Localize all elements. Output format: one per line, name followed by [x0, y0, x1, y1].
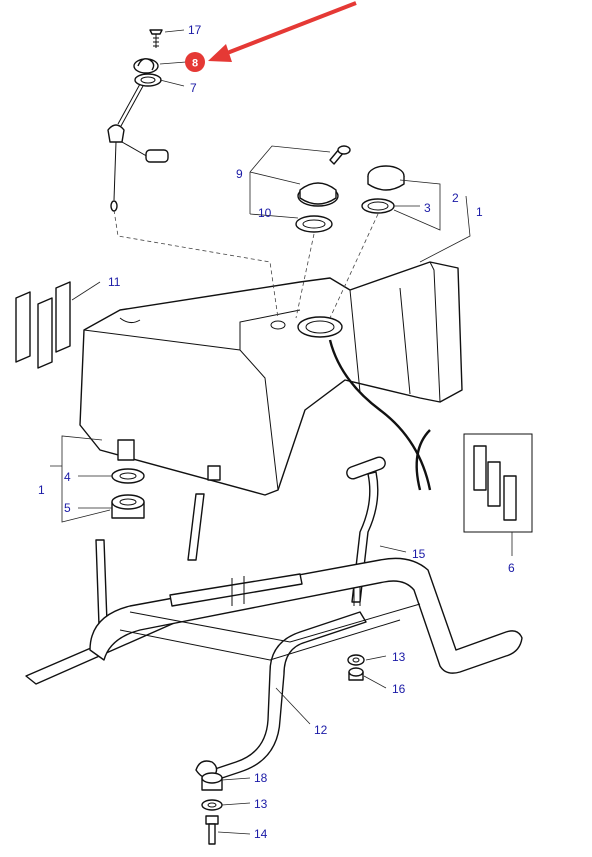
- callout-1-left: 1: [38, 483, 45, 497]
- leader-lines: [50, 29, 513, 835]
- fuel-sender-unit: [107, 29, 169, 212]
- callout-8: 8: [192, 58, 198, 70]
- callout-18: 18: [254, 771, 268, 785]
- key-icon: [329, 145, 351, 165]
- filler-cap-group: [295, 145, 405, 233]
- assembly-lines: [113, 209, 379, 319]
- callout-13-right: 13: [392, 650, 406, 664]
- callout-14: 14: [254, 827, 268, 841]
- callout-8-badge[interactable]: 8: [185, 52, 205, 72]
- foam-strips: [15, 281, 71, 369]
- callout-7: 7: [190, 81, 197, 95]
- sealant-kit: [463, 433, 533, 533]
- callout-1-top: 1: [476, 205, 483, 219]
- callout-4: 4: [64, 470, 71, 484]
- callout-5: 5: [64, 501, 71, 515]
- callout-3: 3: [424, 201, 431, 215]
- callout-16: 16: [392, 682, 406, 696]
- callout-10: 10: [258, 206, 272, 220]
- callout-6: 6: [508, 561, 515, 575]
- callout-9: 9: [236, 167, 243, 181]
- callout-2: 2: [452, 191, 459, 205]
- callout-15: 15: [412, 547, 426, 561]
- callouts: 17 8 7 9 10 3 2 1 11 1 4 5 6 15 13 16 12…: [38, 23, 515, 841]
- nut-and-fitting: [111, 468, 145, 519]
- fuel-tank: [79, 261, 463, 496]
- highlight-arrow-icon: [208, 1, 357, 62]
- callout-11: 11: [108, 275, 121, 289]
- callout-12: 12: [314, 723, 328, 737]
- callout-17: 17: [188, 23, 202, 37]
- tank-frame: [25, 493, 523, 781]
- callout-13-bottom: 13: [254, 797, 268, 811]
